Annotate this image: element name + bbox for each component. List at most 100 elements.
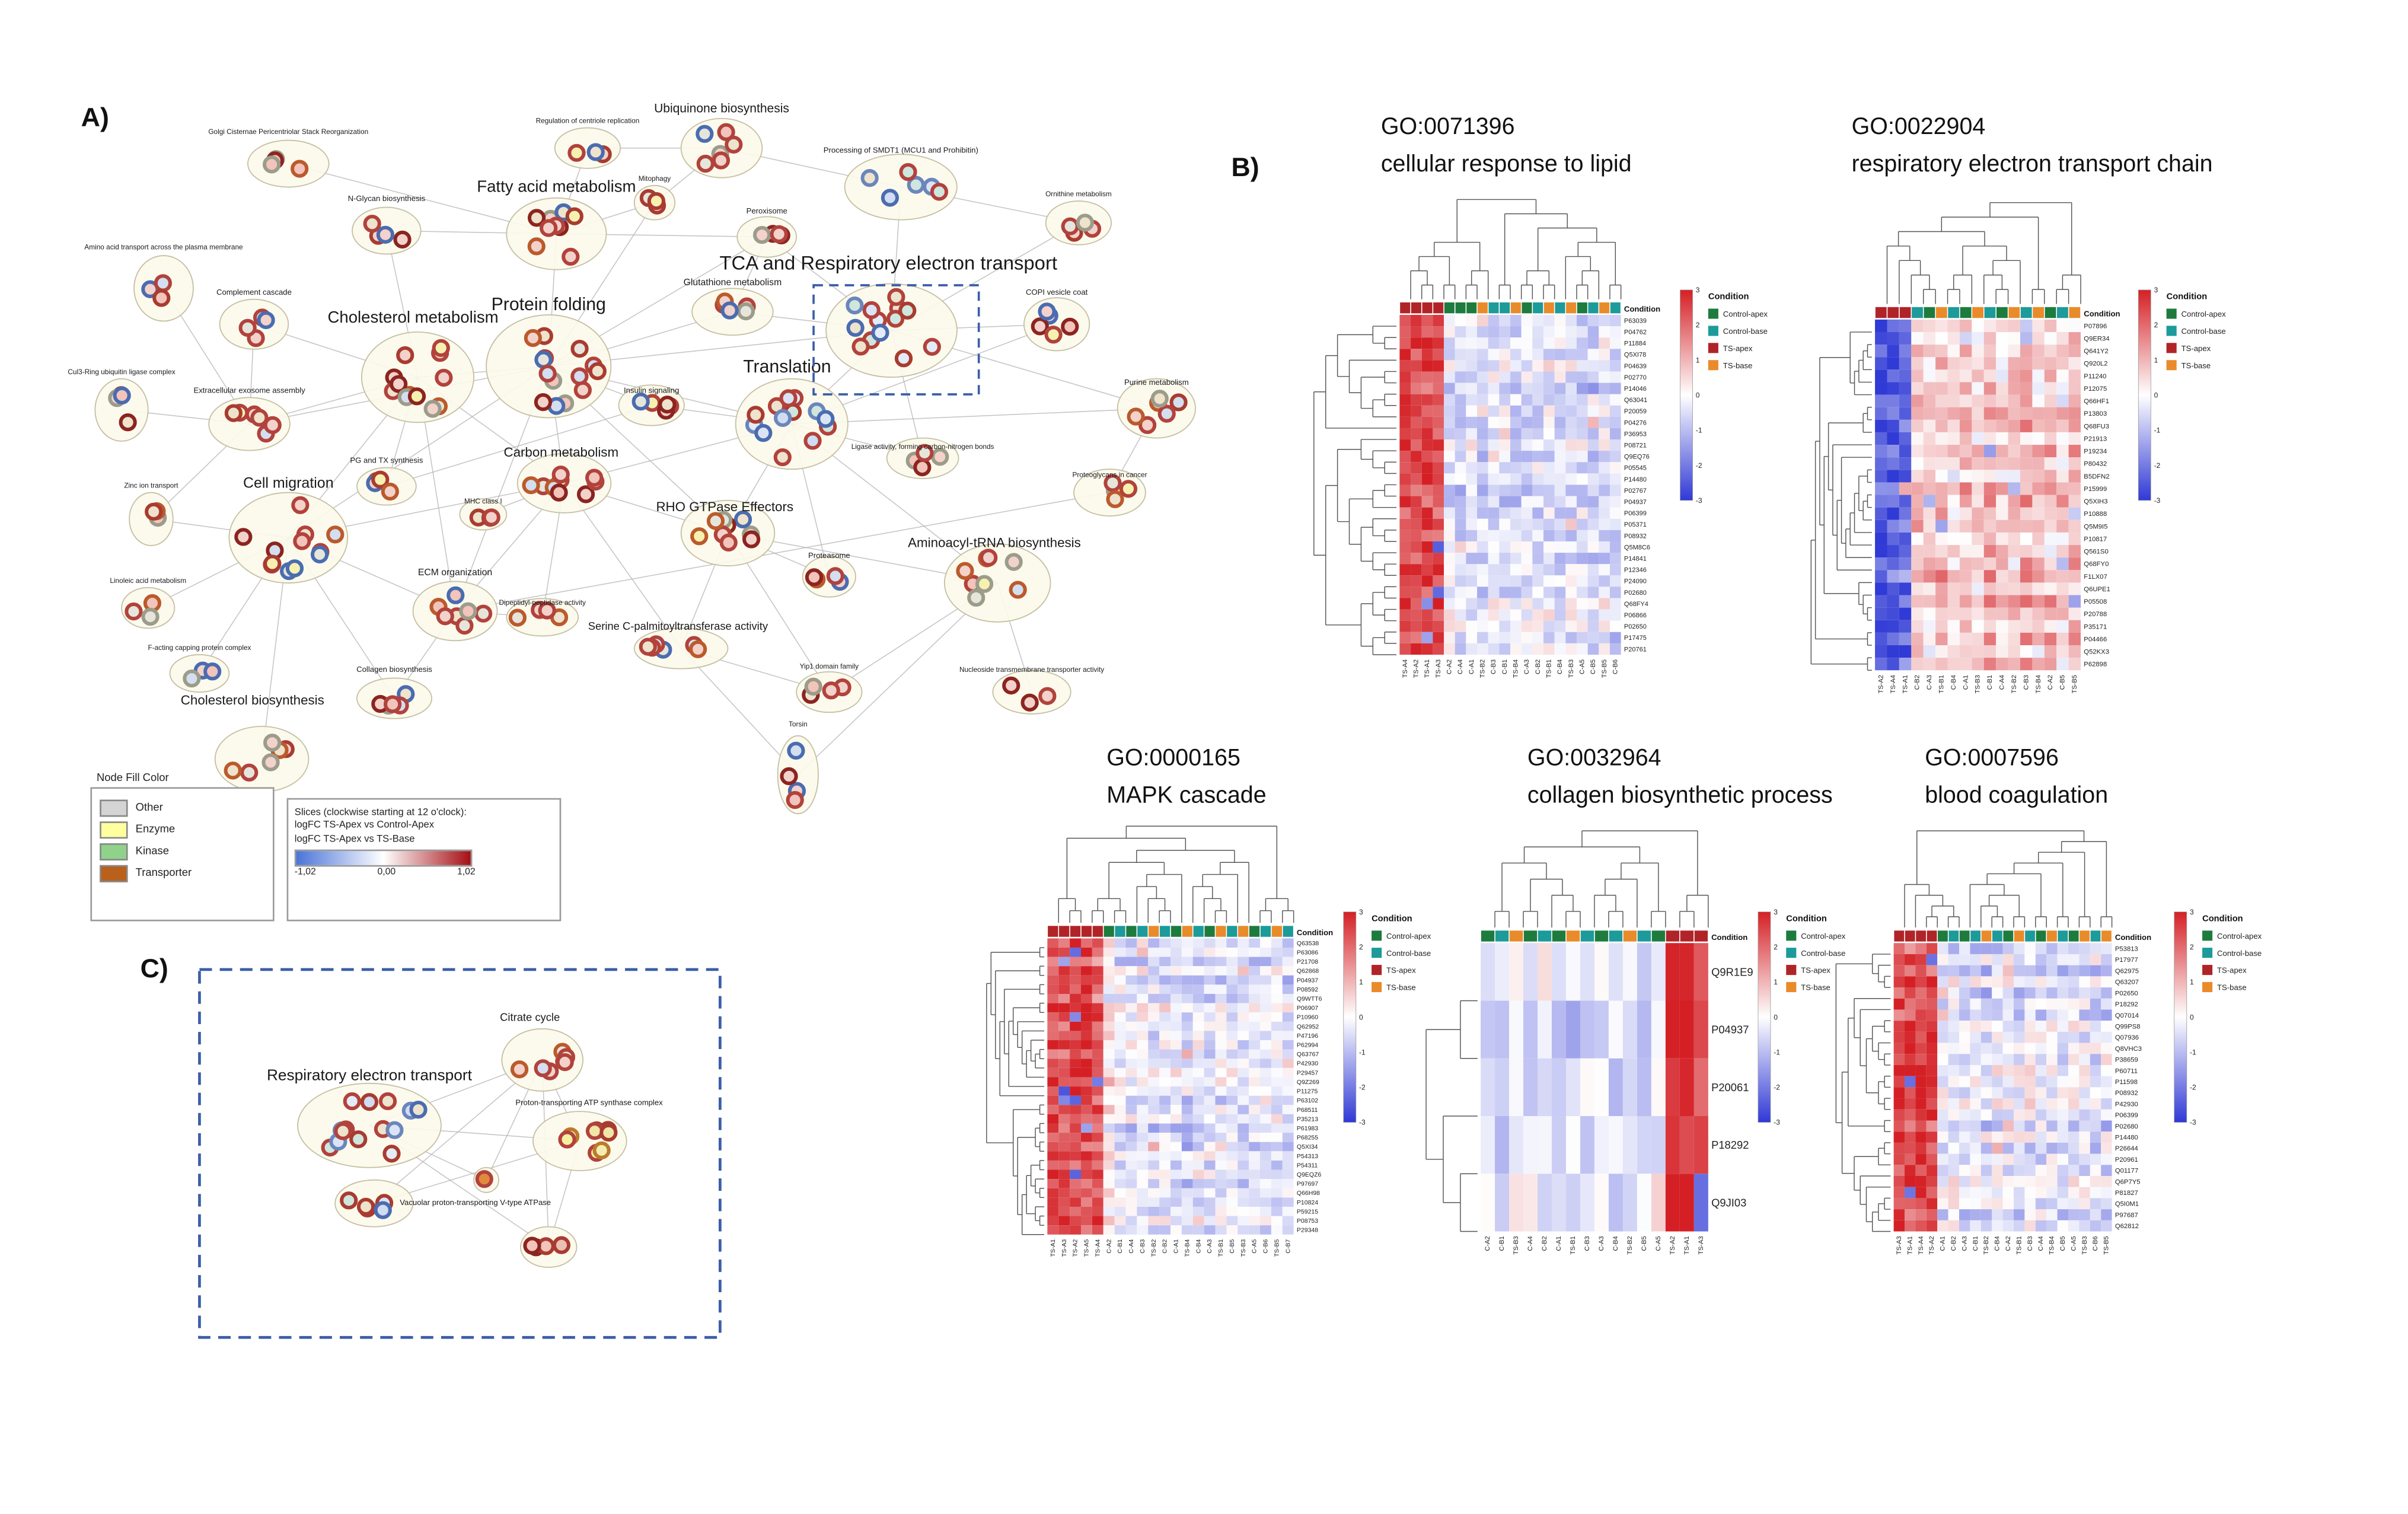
heatmap-cell [1992,954,2003,965]
heatmap-cell [2020,482,2033,495]
heatmap-cell [2068,545,2081,558]
heatmap-cell [1521,598,1533,610]
heatmap-cell [1899,532,1912,546]
heatmap-cell [1899,658,1912,671]
heatmap-cell [1215,1216,1227,1226]
heatmap-cell [1411,360,1422,372]
row-label: P04276 [1624,419,1647,426]
heatmap-cell [2002,1176,2014,1187]
heatmap-cell [1905,1187,1916,1199]
heatmap-cell [2008,332,2020,345]
condition-cell [2045,307,2056,318]
heatmap-cell [2068,1131,2080,1143]
heatmap-cell [2032,332,2045,345]
heatmap-cell [1238,1197,1249,1207]
condition-cell [1905,930,1915,942]
heatmap-cell [2002,965,2014,977]
col-label: TS-A1 [1683,1236,1691,1254]
cluster-label: F-acting capping protein complex [148,643,251,652]
heatmap-cell [2046,1043,2058,1054]
heatmap-cell [2090,1187,2101,1199]
heatmap-cell [1114,1040,1126,1050]
heatmap-cell [1249,1142,1261,1152]
heatmap-cell [2090,954,2101,965]
heatmap-cell [1893,1054,1905,1065]
heatmap-cell [1609,609,1621,621]
condition-cell [1984,307,1996,318]
heatmap-cell [1271,1095,1283,1105]
heatmap-cell [2035,1198,2047,1210]
heatmap-cell [1905,976,1916,988]
heatmap-cell [1421,462,1433,474]
heatmap-cell [1215,1003,1227,1013]
heatmap-cell [1421,485,1433,496]
pathway-node [975,575,994,593]
heatmap-cell [2090,1031,2101,1043]
row-label: P62898 [2084,661,2107,668]
heatmap-cell [2020,519,2033,533]
heatmap-cell [1926,1220,1938,1232]
row-label: P14046 [1624,385,1647,393]
col-label: C-A1 [1173,1239,1180,1254]
condition-cell [1566,930,1580,942]
cluster-complement: Complement cascade [216,288,292,350]
heatmap-cell [2044,532,2057,546]
heatmap-cell [1159,957,1171,967]
col-label: TS-A4 [1890,675,1897,693]
col-label: TS-B1 [1217,1239,1224,1257]
heatmap-cell [2068,332,2081,345]
heatmap-cell [1499,349,1511,361]
pathway-node [558,1130,576,1149]
heatmap-cell [1875,645,1887,658]
pathway-node [154,274,173,292]
heatmap-cell [2101,943,2112,954]
pathway-node [860,169,879,187]
heatmap-cell [1499,360,1511,372]
heatmap-cell [1543,360,1555,372]
heatmap-cell [2020,595,2033,608]
heatmap-cell [1488,632,1500,643]
heatmap-cell [1114,1067,1126,1078]
heatmap-cell [2057,1209,2069,1220]
heatmap-cell [1875,545,1887,558]
col-label: C-B1 [1498,1236,1506,1251]
heatmap-cell [1948,1021,1960,1032]
heatmap-cell [2101,1054,2112,1065]
heatmap-cell [1565,620,1577,632]
heatmap-cell [2002,1120,2014,1132]
col-label: TS-B5 [2071,675,2078,693]
heatmap-cell [1080,957,1092,967]
heatmap-cell [2056,607,2069,620]
heatmap-cell [2008,519,2020,533]
heatmap-cell [1192,1151,1204,1161]
colorbar-tick: 1 [2154,356,2158,364]
heatmap-cell [1114,1059,1126,1068]
cluster-label: Purine metabolism [1124,378,1189,387]
heatmap-cell [1226,947,1238,957]
pathway-node [522,476,540,495]
heatmap-cell [1935,482,1948,495]
heatmap-cell [1948,1064,1960,1076]
heatmap-cell [1935,495,1948,508]
heatmap-cell [1411,326,1422,338]
heatmap-cell [1651,1058,1666,1117]
heatmap-cell [1565,349,1577,361]
heatmap-cell [1510,360,1522,372]
heatmap-cell [1970,1087,1981,1099]
cluster-label: Yip1 domain family [800,662,859,671]
heatmap-cell [1959,1120,1970,1132]
heatmap-cell [1411,609,1422,621]
condition-cell [1960,307,1972,318]
heatmap-cell [1137,1003,1149,1013]
heatmap-cell [1181,1049,1193,1059]
heatmap-cell [1576,383,1588,394]
heatmap-cell [1411,587,1422,598]
heatmap-cell [1047,1216,1059,1226]
condition-cell [1193,926,1204,937]
heatmap-cell [1137,957,1149,967]
panel-b-label: B) [1231,152,1259,183]
heatmap-cell [1948,1131,1960,1143]
heatmap-cell [1477,439,1488,451]
